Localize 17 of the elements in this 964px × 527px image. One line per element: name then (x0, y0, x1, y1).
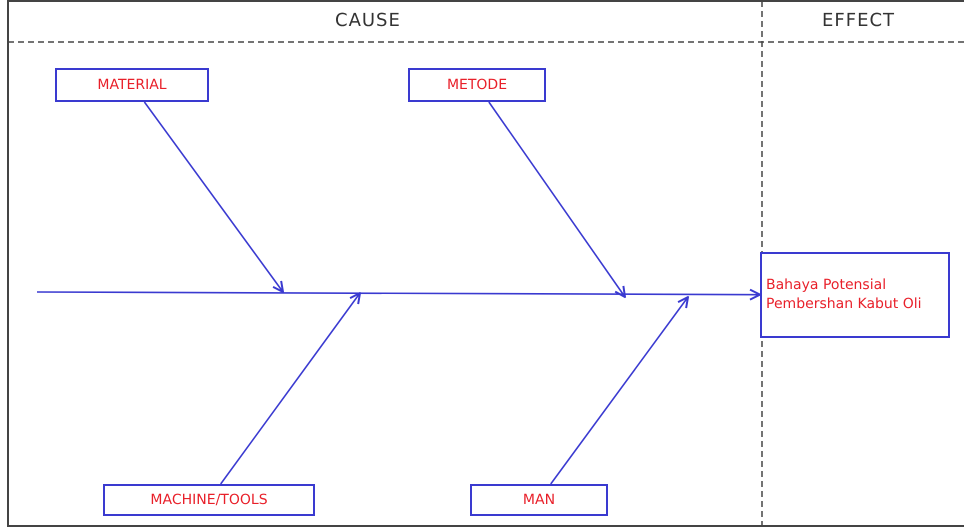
node-text: MATERIAL (97, 77, 167, 93)
node-text: Bahaya Potensial Pembershan Kabut Oli (766, 276, 923, 314)
arrow (488, 102, 626, 298)
arrow (220, 292, 361, 484)
section-heading: CAUSE (335, 10, 401, 31)
cause-box (470, 484, 608, 516)
section-heading: EFFECT (822, 10, 896, 31)
arrow (37, 288, 761, 301)
node-text: MAN (522, 492, 556, 508)
arrow (144, 102, 284, 293)
arrow (550, 296, 689, 484)
node-text: METODE (446, 77, 508, 93)
cause-box (55, 68, 209, 102)
cause-box (103, 484, 315, 516)
cause-box (408, 68, 546, 102)
effect-box (760, 252, 950, 338)
node-text: MACHINE/TOOLS (150, 492, 268, 508)
